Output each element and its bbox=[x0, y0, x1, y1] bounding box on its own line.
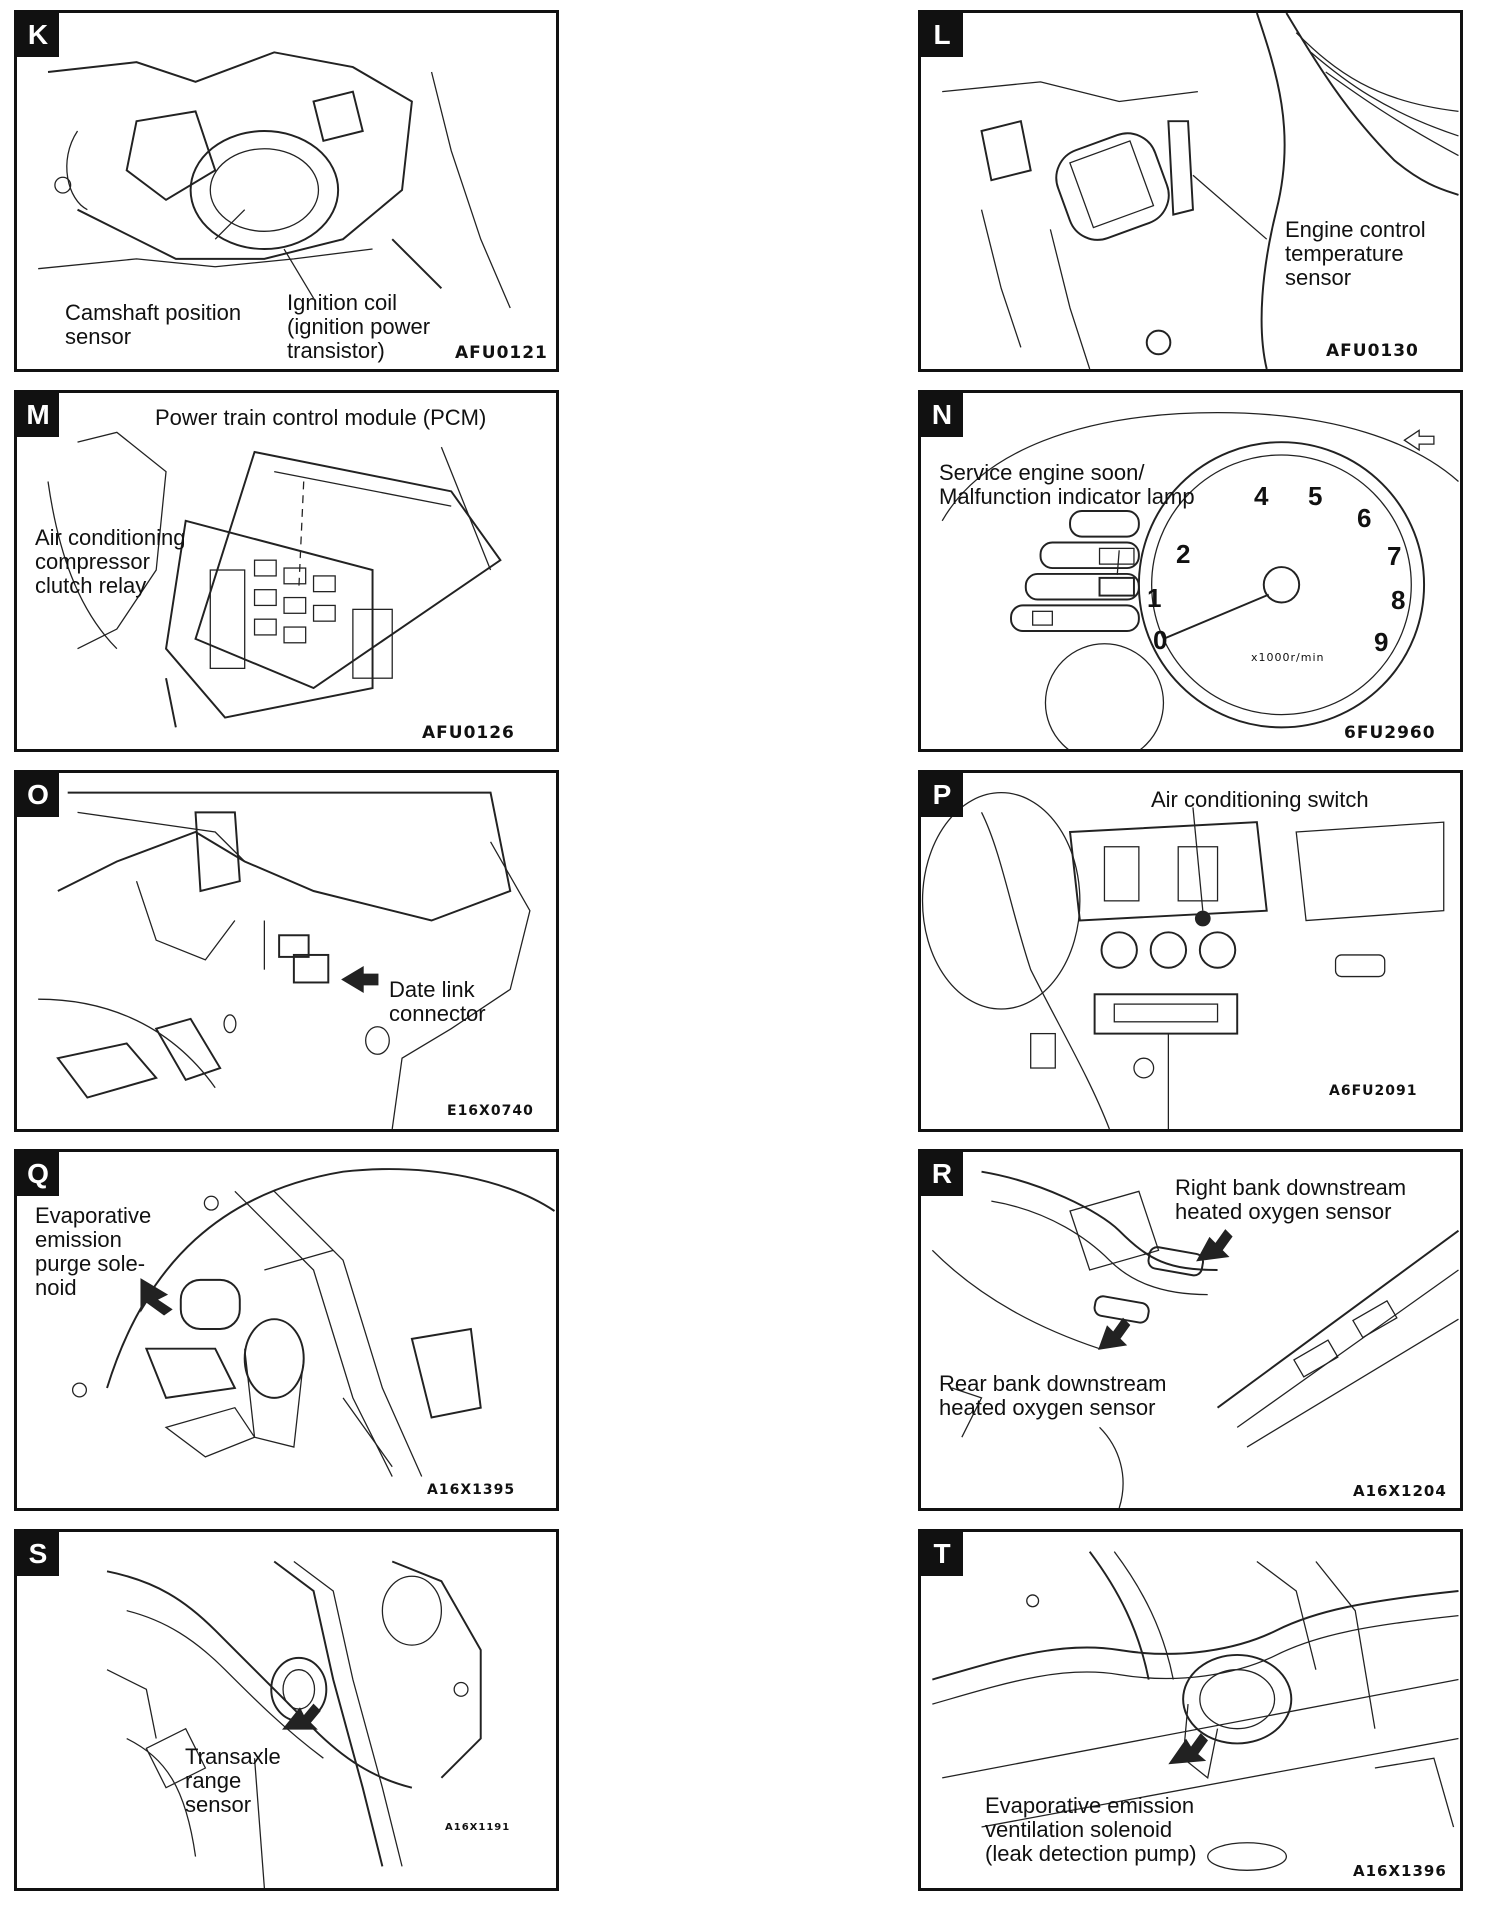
panel-letter: M bbox=[17, 393, 59, 437]
label-connector: connector bbox=[389, 1001, 486, 1026]
label-ventilation-solenoid: ventilation solenoid bbox=[985, 1817, 1173, 1842]
label-right-bank-sensor: heated oxygen sensor bbox=[1175, 1199, 1392, 1224]
label-purge-sole: purge sole- bbox=[35, 1251, 146, 1276]
label-date-link: Date link bbox=[389, 977, 475, 1002]
panel-p: P Air conditioning switch A6FU2091 bbox=[918, 770, 1463, 1132]
panel-letter: O bbox=[17, 773, 59, 817]
figure-code: E16X0740 bbox=[447, 1103, 534, 1119]
label-rear-bank: Rear bank downstream bbox=[939, 1371, 1167, 1396]
panel-s: S Transaxle range sensor A16X1191 bbox=[14, 1529, 559, 1891]
panel-m: M Power train control module (PCM) Air c… bbox=[14, 390, 559, 752]
label-transaxle: Transaxle bbox=[185, 1744, 281, 1769]
label-camshaft-sensor: sensor bbox=[65, 324, 132, 349]
gauge-number-2: 2 bbox=[1176, 539, 1191, 569]
label-sensor: sensor bbox=[185, 1792, 252, 1817]
label-pcm: Power train control module (PCM) bbox=[155, 405, 487, 430]
figure-code: A16X1191 bbox=[445, 1822, 511, 1833]
label-ac-switch: Air conditioning switch bbox=[1151, 787, 1369, 812]
figure-code: A16X1204 bbox=[1353, 1482, 1447, 1500]
pcm-relay-illustration bbox=[47, 431, 502, 728]
figure-code: AFU0121 bbox=[455, 343, 548, 363]
panel-letter: R bbox=[921, 1152, 963, 1196]
label-ac-compressor-2: compressor bbox=[35, 549, 150, 574]
panel-letter: T bbox=[921, 1532, 963, 1576]
gauge-number-4: 4 bbox=[1254, 481, 1269, 511]
label-emission: emission bbox=[35, 1227, 122, 1252]
label-leak-detection-pump: (leak detection pump) bbox=[985, 1841, 1197, 1866]
purge-solenoid-illustration bbox=[71, 1168, 556, 1477]
figure-code: AFU0130 bbox=[1326, 341, 1419, 361]
label-ac-compressor-1: Air conditioning bbox=[35, 525, 186, 550]
camshaft-ignition-illustration bbox=[38, 51, 511, 309]
label-engine-control: Engine control bbox=[1285, 217, 1426, 242]
figure-code: A6FU2091 bbox=[1329, 1083, 1418, 1099]
gauge-number-0: 0 bbox=[1153, 625, 1168, 655]
panel-n: N Service engine soon/ Malfunction indic… bbox=[918, 390, 1463, 752]
panel-o: O Date link connector E16X0740 bbox=[14, 770, 559, 1132]
label-evaporative-emission: Evaporative emission bbox=[985, 1793, 1195, 1818]
panel-letter: K bbox=[17, 13, 59, 57]
ac-switch-illustration bbox=[921, 792, 1445, 1129]
tachometer-illustration bbox=[941, 412, 1459, 749]
label-right-bank: Right bank downstream bbox=[1175, 1175, 1407, 1200]
panel-q: Q Evaporative emission purge sole- noid … bbox=[14, 1149, 559, 1511]
panel-letter: Q bbox=[17, 1152, 59, 1196]
panel-letter: N bbox=[921, 393, 963, 437]
label-ignition-power: (ignition power bbox=[287, 314, 431, 339]
label-service-engine: Service engine soon/ bbox=[939, 460, 1145, 485]
figure-code: A16X1396 bbox=[1353, 1862, 1447, 1880]
gauge-unit: x1000r/min bbox=[1251, 651, 1325, 664]
label-ignition-coil: Ignition coil bbox=[287, 290, 398, 315]
panel-r: R Right bank downstream heated oxygen se… bbox=[918, 1149, 1463, 1511]
panel-letter: L bbox=[921, 13, 963, 57]
gauge-number-5: 5 bbox=[1308, 481, 1323, 511]
panel-l: L Engine control temperature sensor AFU0… bbox=[918, 10, 1463, 372]
gauge-number-6: 6 bbox=[1357, 503, 1372, 533]
label-malfunction-lamp: Malfunction indicator lamp bbox=[939, 484, 1195, 509]
figure-code: A16X1395 bbox=[427, 1482, 516, 1498]
label-rear-bank-sensor: heated oxygen sensor bbox=[939, 1395, 1156, 1420]
panel-letter: P bbox=[921, 773, 963, 817]
label-range: range bbox=[185, 1768, 242, 1793]
gauge-number-9: 9 bbox=[1374, 627, 1389, 657]
gauge-number-8: 8 bbox=[1391, 585, 1406, 615]
figure-code: 6FU2960 bbox=[1344, 723, 1436, 743]
leak-detection-pump-illustration bbox=[932, 1551, 1459, 1871]
data-link-connector-illustration bbox=[38, 791, 531, 1129]
temperature-sensor-illustration bbox=[942, 13, 1459, 369]
gauge-number-7: 7 bbox=[1387, 541, 1402, 571]
gauge-number-1: 1 bbox=[1147, 583, 1162, 613]
label-sensor: sensor bbox=[1285, 265, 1352, 290]
panel-t: T Evaporative emission ventilation solen… bbox=[918, 1529, 1463, 1891]
label-noid: noid bbox=[35, 1275, 77, 1300]
oxygen-sensors-illustration bbox=[931, 1170, 1460, 1508]
panel-letter: S bbox=[17, 1532, 59, 1576]
transaxle-sensor-illustration bbox=[106, 1560, 482, 1888]
figure-code: AFU0126 bbox=[422, 723, 515, 743]
label-ac-compressor-3: clutch relay bbox=[35, 573, 147, 598]
label-temperature: temperature bbox=[1285, 241, 1404, 266]
label-evaporative: Evaporative bbox=[35, 1203, 152, 1228]
label-transistor: transistor) bbox=[287, 338, 385, 363]
panel-k: K Camshaft position sensor Ignition coil… bbox=[14, 10, 559, 372]
label-camshaft-position: Camshaft position bbox=[65, 300, 242, 325]
